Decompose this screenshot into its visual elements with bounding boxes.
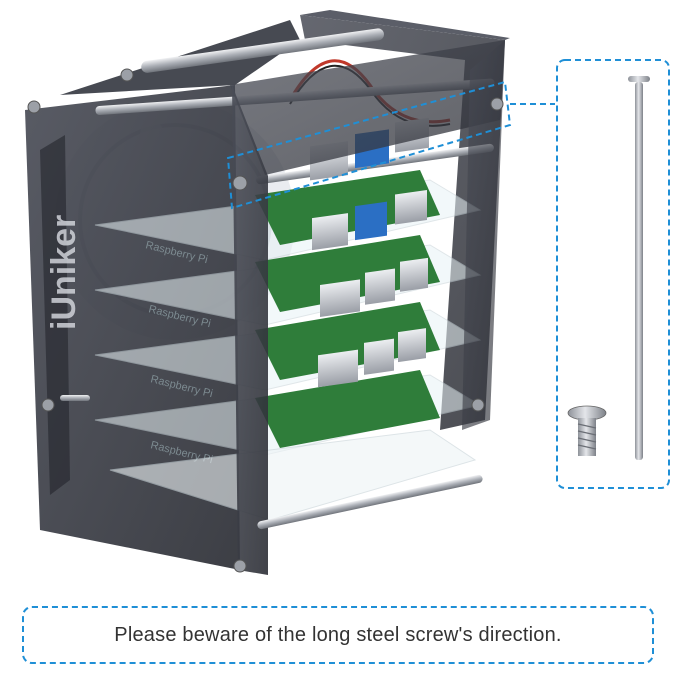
case-left-panel: iUniker: [25, 20, 300, 570]
screw-inset: [556, 59, 670, 489]
board-layer-3: Raspberry Pi: [94, 257, 482, 400]
screw-highlight: [226, 80, 555, 210]
case-logo: iUniker: [45, 215, 83, 330]
case-screws: [27, 68, 504, 573]
caption-text: Please beware of the long steel screw's …: [114, 623, 562, 646]
case-front-panel: [230, 40, 505, 575]
board-layer-4: Raspberry Pi: [94, 328, 482, 466]
bottom-rods: [60, 395, 483, 530]
board-stack: Raspberry Pi Raspberry Pi Raspberry Pi: [94, 117, 482, 521]
short-screw: [567, 405, 607, 456]
long-steel-screw: [628, 76, 650, 460]
caption-box: Please beware of the long steel screw's …: [22, 606, 654, 664]
